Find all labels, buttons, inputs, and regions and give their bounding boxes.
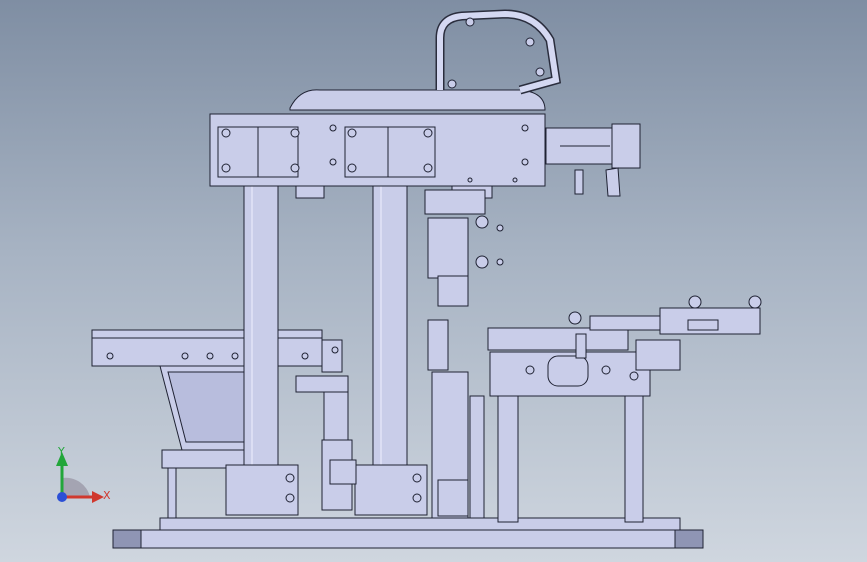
z-axis-dot bbox=[57, 492, 67, 502]
left-column bbox=[225, 174, 299, 516]
top-beam bbox=[209, 113, 546, 199]
cable-chain bbox=[289, 9, 562, 111]
right-column bbox=[354, 174, 428, 516]
sensor-bracket bbox=[295, 339, 357, 511]
feeder-tray bbox=[91, 329, 323, 519]
x-axis-label: X bbox=[103, 489, 111, 502]
coordinate-triad: Y X bbox=[56, 445, 111, 503]
center-table bbox=[487, 327, 681, 397]
right-cylinder bbox=[568, 295, 762, 359]
servo-motor bbox=[545, 123, 641, 197]
vertical-slide bbox=[424, 189, 504, 371]
y-axis-label: Y bbox=[57, 445, 65, 458]
base-plate bbox=[112, 517, 704, 549]
support-legs bbox=[431, 371, 644, 523]
